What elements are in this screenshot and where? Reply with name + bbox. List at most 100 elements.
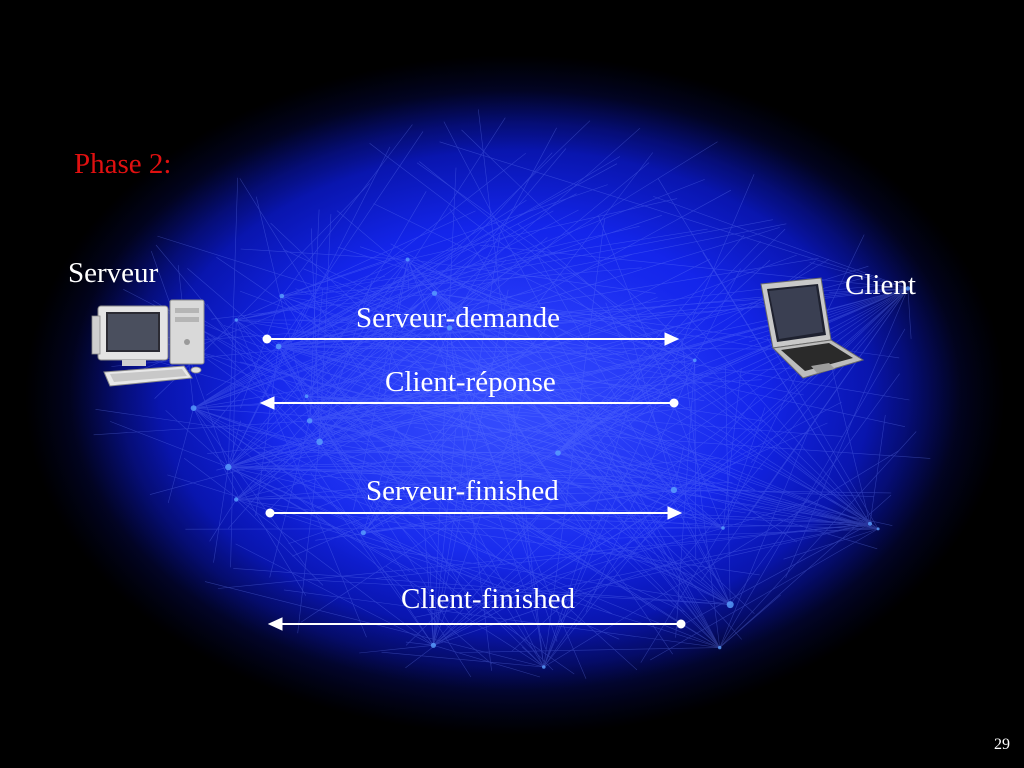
cloud-strand [295, 288, 879, 530]
cloud-strand [278, 272, 448, 347]
cloud-strand [228, 466, 650, 478]
cloud-strand [309, 127, 641, 422]
cloud-strand [502, 381, 545, 668]
cloud-strand [550, 322, 879, 530]
cloud-strand [193, 210, 554, 409]
cloud-strand [257, 451, 559, 454]
cloud-strand [543, 396, 757, 668]
cloud-strand [309, 420, 554, 671]
cloud-strand [236, 237, 548, 500]
cloud-node [306, 418, 313, 424]
cloud-node [190, 405, 197, 411]
cloud-strand [235, 499, 324, 586]
cloud-strand [543, 218, 605, 668]
cloud-strand [433, 496, 680, 646]
cloud-strand [319, 441, 472, 678]
cloud-strand [309, 209, 320, 421]
cloud-strand [185, 527, 724, 530]
cloud-strand [184, 458, 434, 646]
cloud-strand [537, 256, 731, 605]
cloud-strand [405, 360, 696, 646]
cloud-strand [360, 246, 695, 361]
cloud-strand [223, 325, 879, 530]
cloud-strand [235, 543, 434, 646]
arrow-client-finished [267, 617, 686, 631]
cloud-strand [193, 407, 428, 489]
cloud-strand [278, 346, 378, 522]
cloud-strand [489, 433, 724, 529]
cloud-strand [719, 494, 892, 648]
cloud-node [718, 645, 722, 650]
cloud-strand [673, 401, 842, 491]
cloud-strand [544, 489, 674, 507]
cloud-strand [228, 466, 875, 497]
cloud-strand [673, 489, 892, 494]
cloud-strand [187, 268, 279, 347]
cloud-strand [557, 428, 595, 454]
cloud-strand [459, 647, 720, 653]
cloud-strand [309, 420, 696, 578]
cloud-strand [527, 311, 720, 648]
cloud-strand [319, 259, 507, 443]
cloud-strand [228, 466, 554, 499]
cloud-strand [785, 288, 909, 578]
cloud-strand [236, 319, 656, 611]
cloud-node [279, 293, 285, 299]
cloud-strand [385, 565, 544, 668]
cloud-strand [193, 407, 575, 675]
cloud-strand [213, 467, 229, 563]
cloud-strand [254, 372, 559, 454]
cloud-node [446, 325, 453, 331]
cloud-strand [239, 290, 871, 525]
cloud-strand [228, 265, 869, 468]
cloud-strand [433, 389, 527, 646]
cloud-strand [555, 443, 731, 605]
cloud-strand [449, 327, 906, 427]
cloud-strand [281, 124, 413, 297]
laptop-icon [760, 277, 865, 379]
cloud-strand [228, 460, 442, 468]
cloud-node [670, 486, 678, 494]
cloud-strand [449, 302, 462, 329]
cloud-strand [281, 295, 672, 446]
cloud-strand [278, 179, 705, 347]
cloud-strand [278, 258, 819, 347]
cloud-strand [681, 341, 720, 648]
cloud-strand [484, 527, 724, 597]
cloud-strand [236, 319, 705, 402]
cloud-strand [390, 243, 871, 525]
cloud-strand [543, 471, 678, 668]
cloud-strand [443, 121, 720, 648]
cloud-strand [309, 389, 435, 422]
cloud-strand [387, 442, 674, 491]
arrow-serveur-demande [262, 332, 680, 346]
cloud-strand [93, 420, 310, 436]
cloud-node [431, 290, 438, 296]
cloud-strand [180, 305, 720, 648]
cloud-strand [193, 407, 225, 412]
cloud-node [542, 665, 546, 669]
cloud-strand [236, 258, 711, 500]
cloud-strand [907, 288, 912, 339]
cloud-strand [193, 407, 241, 502]
cloud-strand [557, 259, 771, 454]
cloud-strand [207, 358, 320, 443]
cloud-strand [228, 243, 490, 468]
cloud-strand [719, 428, 810, 648]
cloud-strand [240, 248, 408, 260]
cloud-strand [337, 246, 695, 361]
cloud-strand [236, 378, 420, 500]
cloud-strand [449, 327, 492, 671]
cloud-strand [278, 346, 661, 390]
cloud-strand [228, 420, 241, 468]
cloud-strand [278, 346, 765, 422]
cloud-strand [167, 408, 194, 503]
cloud-strand [319, 148, 567, 442]
cloud-strand [278, 152, 526, 347]
cloud-strand [193, 407, 306, 474]
cloud-strand [407, 259, 409, 290]
cloud-strand [228, 177, 238, 468]
cloud-strand [543, 503, 607, 668]
cloud-strand [278, 346, 580, 560]
